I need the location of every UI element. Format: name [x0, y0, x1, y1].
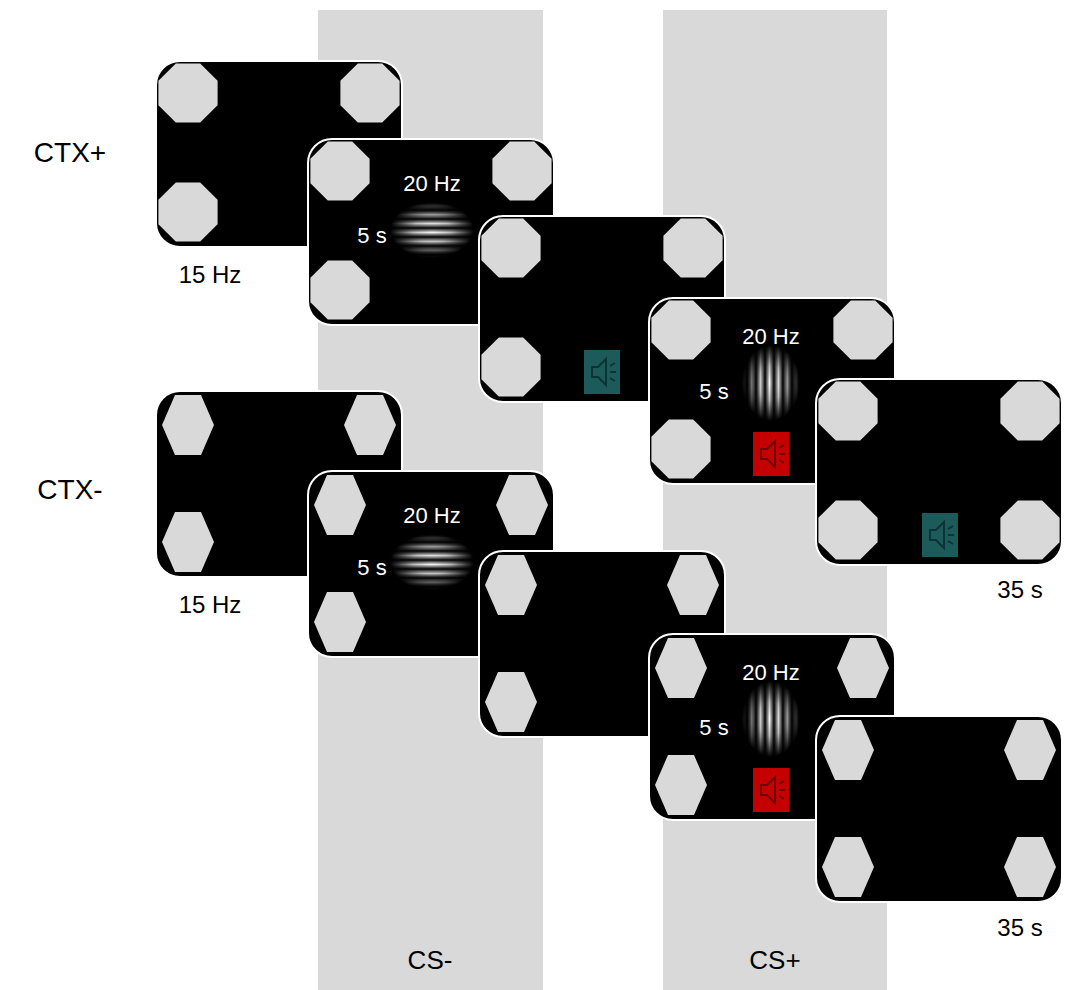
condition-label: CTX+	[34, 138, 106, 169]
frequency-label: 20 Hz	[403, 504, 460, 528]
screen-panel: 35 s	[815, 378, 1063, 566]
grating-stimulus	[742, 345, 800, 421]
context-shape	[310, 260, 369, 319]
screen-outline	[815, 715, 1063, 903]
context-shape	[818, 381, 877, 440]
context-shape	[158, 182, 217, 241]
context-shape	[162, 395, 214, 455]
context-shape	[344, 395, 396, 455]
frequency-label: 20 Hz	[742, 661, 799, 685]
context-shape	[1000, 500, 1059, 559]
condition-label: CTX-	[37, 475, 102, 506]
frequency-label: 15 Hz	[179, 592, 242, 618]
duration-label: 35 s	[997, 577, 1042, 603]
context-shape	[314, 592, 366, 652]
grating-stimulus	[742, 681, 800, 757]
speaker-icon	[753, 768, 789, 812]
context-shape	[837, 638, 889, 698]
frequency-label: 20 Hz	[742, 325, 799, 349]
context-shape	[822, 720, 874, 780]
duration-label: 5 s	[357, 556, 386, 580]
screen-outline	[815, 378, 1063, 566]
context-shape	[496, 592, 548, 652]
stimulus-label: CS-	[408, 946, 453, 975]
grating-stimulus	[390, 202, 474, 258]
context-shape	[492, 260, 551, 319]
context-shape	[655, 638, 707, 698]
context-shape	[314, 475, 366, 535]
context-shape	[1004, 837, 1056, 897]
speaker-icon	[922, 513, 958, 557]
stimulus-label: CS+	[749, 946, 800, 975]
context-shape	[651, 300, 710, 359]
context-shape	[651, 419, 710, 478]
speaker-icon	[753, 432, 789, 476]
duration-label: 5 s	[699, 380, 728, 404]
frequency-label: 15 Hz	[179, 262, 242, 288]
context-shape	[822, 837, 874, 897]
context-shape	[496, 475, 548, 535]
duration-label: 35 s	[997, 915, 1042, 941]
screen-panel: 35 s	[815, 715, 1063, 903]
context-shape	[162, 512, 214, 572]
grating-stimulus	[390, 534, 474, 590]
frequency-label: 20 Hz	[403, 172, 460, 196]
context-shape	[492, 141, 551, 200]
context-shape	[1004, 720, 1056, 780]
context-shape	[310, 141, 369, 200]
context-shape	[833, 300, 892, 359]
context-shape	[1000, 381, 1059, 440]
duration-label: 5 s	[357, 224, 386, 248]
context-shape	[818, 500, 877, 559]
context-shape	[158, 63, 217, 122]
duration-label: 5 s	[699, 716, 728, 740]
context-shape	[655, 755, 707, 815]
context-shape	[340, 63, 399, 122]
